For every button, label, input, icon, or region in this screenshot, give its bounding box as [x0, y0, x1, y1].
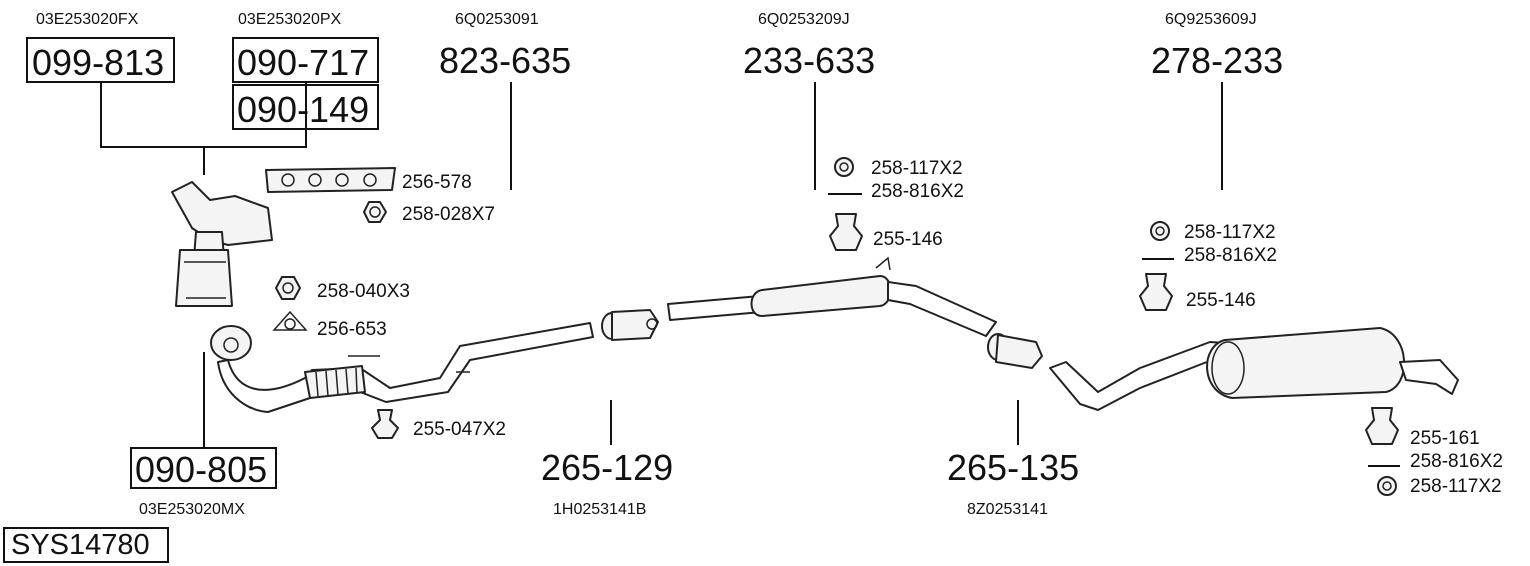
accessory-label: 256-653: [317, 319, 387, 340]
oem-ref: 03E253020MX: [139, 501, 245, 518]
oem-ref: 6Q0253209J: [758, 11, 850, 28]
part-number: 265-129: [541, 447, 673, 488]
flange-gasket-icon: [272, 310, 308, 331]
front-pipe-drawing: [210, 322, 594, 413]
accessory-label: 255-047X2: [413, 419, 506, 440]
clamp-1-drawing: [601, 309, 659, 341]
hardware-icons: [272, 157, 1400, 496]
accessory-labels: 256-578 258-028X7 258-040X3 256-653 255-…: [317, 158, 1503, 497]
part-number: 823-635: [439, 40, 571, 81]
system-code: SYS14780: [3, 527, 169, 563]
part-number: 265-135: [947, 447, 1079, 488]
part-number: 090-149: [237, 89, 369, 130]
part-265-135: 265-135 8Z0253141: [947, 447, 1079, 518]
accessory-label: 258-816X2: [871, 181, 964, 202]
part-278-233: 6Q9253609J 278-233: [1151, 11, 1283, 81]
leader-lines: [100, 82, 1223, 448]
manifold-gasket-drawing: [265, 167, 396, 193]
part-090-805: 090-805 03E253020MX: [130, 447, 277, 518]
rubber-hanger-icon: [371, 409, 399, 439]
accessory-label: 258-040X3: [317, 281, 410, 302]
accessory-label: 258-117X2: [871, 158, 963, 179]
clamp-2-drawing: [987, 333, 1043, 369]
accessory-label: 258-816X2: [1410, 451, 1503, 472]
middle-silencer-drawing: [667, 256, 997, 337]
accessory-label: 255-146: [873, 229, 943, 250]
part-099-813: 03E253020FX 099-813: [26, 11, 175, 83]
accessory-label: 255-146: [1186, 290, 1256, 311]
sealing-ring-icon: [834, 157, 854, 177]
part-number: 090-717: [237, 42, 369, 83]
accessory-label: 258-028X7: [402, 204, 495, 225]
oem-ref: 6Q9253609J: [1165, 11, 1257, 28]
rear-silencer-drawing: [1049, 327, 1459, 411]
part-265-129: 265-129 1H0253141B: [541, 447, 673, 518]
accessory-label: 256-578: [402, 172, 472, 193]
sealing-ring-icon: [1377, 476, 1397, 496]
hex-nut-icon: [363, 201, 387, 223]
part-number: 090-805: [135, 449, 267, 490]
part-number: 099-813: [32, 42, 164, 83]
oem-ref: 03E253020PX: [238, 11, 342, 28]
part-823-635: 6Q0253091 823-635: [439, 11, 571, 81]
oem-ref: 1H0253141B: [553, 501, 646, 518]
accessory-label: 258-117X2: [1184, 222, 1276, 243]
hex-nut-icon: [275, 276, 301, 300]
accessory-label: 255-161: [1410, 428, 1480, 449]
part-233-633: 6Q0253209J 233-633: [743, 11, 875, 81]
part-090-149: 090-149: [232, 84, 379, 130]
part-number: 233-633: [743, 40, 875, 81]
oem-ref: 03E253020FX: [36, 11, 139, 28]
part-090-717: 03E253020PX 090-717: [232, 11, 379, 83]
oem-ref: 6Q0253091: [455, 11, 539, 28]
part-number: 278-233: [1151, 40, 1283, 81]
oem-ref: 8Z0253141: [967, 501, 1048, 518]
manifold-catalyst-drawing: [171, 181, 273, 307]
sealing-ring-icon: [1150, 221, 1170, 241]
rubber-hanger-icon: [1365, 407, 1399, 445]
accessory-label: 258-117X2: [1410, 476, 1502, 497]
rubber-hanger-icon: [1139, 273, 1173, 311]
rubber-hanger-icon: [829, 213, 863, 251]
accessory-label: 258-816X2: [1184, 245, 1277, 266]
